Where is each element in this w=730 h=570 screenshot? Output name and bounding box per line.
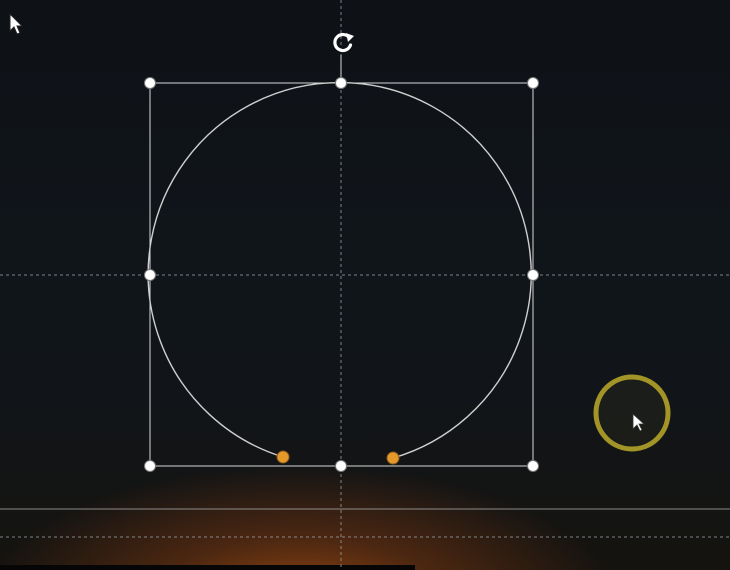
cursor-arrow-icon [632, 413, 646, 432]
rotate-icon[interactable] [332, 31, 354, 53]
adjustment-handle-right[interactable] [386, 451, 400, 465]
handle-bottom-left[interactable] [144, 460, 156, 472]
arc-shape[interactable] [147, 81, 532, 459]
handle-middle-right[interactable] [527, 269, 539, 281]
mouse-pointer-icon [9, 12, 24, 35]
handle-bottom-center[interactable] [335, 460, 347, 472]
handle-top-center[interactable] [335, 77, 347, 89]
handle-top-left[interactable] [144, 77, 156, 89]
handle-middle-left[interactable] [144, 269, 156, 281]
cursor-highlight-ring [593, 374, 671, 452]
resize-handles[interactable] [144, 77, 539, 472]
adjustment-handle-left[interactable] [276, 450, 290, 464]
bottom-edge-bar [0, 565, 415, 570]
handle-bottom-right[interactable] [527, 460, 539, 472]
handle-top-right[interactable] [527, 77, 539, 89]
